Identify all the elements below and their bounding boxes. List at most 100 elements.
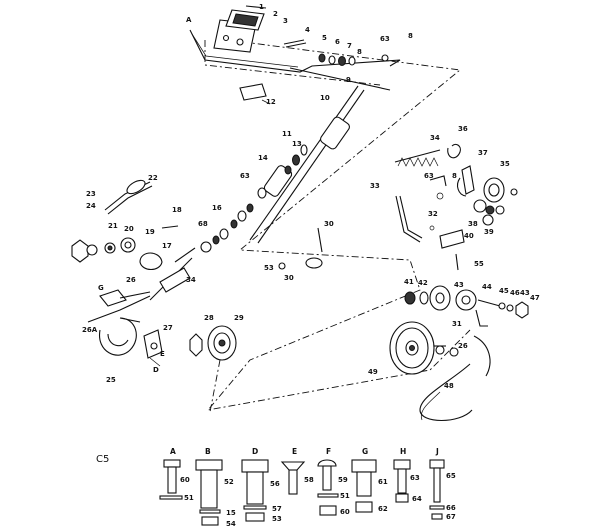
callout-label: 13 — [292, 140, 302, 148]
belt-48 — [419, 363, 473, 421]
callout-label: 19 — [145, 228, 155, 236]
callout-label: 14 — [258, 154, 268, 162]
callout-labels: A 1 2 3 4 5 6 7 8 63 8 9 12 10 11 13 14 … — [82, 3, 540, 390]
hardware-letter: D — [252, 447, 258, 456]
hardware-letter: J — [435, 447, 439, 456]
hardware-extra: 15 — [226, 509, 236, 517]
hardware-letter: E — [292, 447, 297, 456]
callout-label: 26A — [82, 326, 98, 334]
callout-label: 63 — [240, 172, 250, 180]
hardware-code: 60 — [180, 476, 190, 484]
hardware-code: 63 — [410, 474, 420, 482]
callout-label: 2 — [273, 10, 278, 18]
hardware-extra-label: 67 — [446, 513, 456, 521]
callout-label: 12 — [266, 98, 276, 106]
callout-label: 9 — [346, 76, 351, 84]
callout-label: 29 — [234, 314, 244, 322]
callout-label: 31 — [452, 320, 462, 328]
callout-label: 46 — [510, 289, 520, 297]
hardware-extra: 62 — [378, 505, 388, 513]
callout-label: 68 — [198, 220, 208, 228]
callout-label: 48 — [444, 382, 454, 390]
callout-label: 39 — [484, 228, 494, 236]
callout-label: 5 — [322, 34, 327, 42]
callout-label: A — [186, 16, 192, 24]
hardware-code: 59 — [338, 476, 348, 484]
bracket-12 — [239, 83, 271, 105]
callout-label: 11 — [282, 130, 292, 138]
callout-label: 40 — [464, 232, 474, 240]
callout-label: 38 — [468, 220, 478, 228]
hardware-extra-label: 53 — [272, 515, 282, 523]
callout-label: E — [160, 350, 165, 358]
callout-label: 53 — [264, 264, 274, 272]
callout-label: 22 — [148, 174, 158, 182]
callout-label: 27 — [163, 324, 173, 332]
right-lower-cluster — [404, 285, 529, 327]
callout-label: 33 — [370, 182, 380, 190]
callout-label: 55 — [474, 260, 484, 268]
callout-label: 32 — [428, 210, 438, 218]
callout-label: 4 — [305, 26, 310, 34]
callout-label: 45 — [499, 287, 509, 295]
callout-label: 23 — [86, 190, 96, 198]
callout-label: 1 — [259, 3, 264, 11]
callout-label: 8 — [408, 32, 413, 40]
washer-stack-top — [318, 53, 389, 66]
hardware-extra: 57 — [272, 505, 282, 513]
callout-label: 28 — [204, 314, 214, 322]
lower-left-linkage — [87, 289, 163, 367]
hardware-letter: B — [205, 447, 211, 456]
callout-label: 7 — [347, 42, 352, 50]
callout-label: 41 — [404, 278, 414, 286]
callout-label: 34 — [430, 134, 440, 142]
callout-label: 6 — [335, 38, 340, 46]
callout-label: 47 — [530, 294, 540, 302]
callout-label: 63 — [380, 35, 390, 43]
callout-label: 25 — [106, 376, 116, 384]
hardware-letter: A — [170, 447, 176, 456]
hardware-extra: 66 — [446, 504, 456, 512]
callout-label: 34 — [186, 276, 196, 284]
hardware-extra: 51 — [340, 492, 350, 500]
callout-label: G — [98, 284, 104, 292]
hardware-extra: 64 — [412, 495, 422, 503]
hardware-extra-label: 60 — [340, 508, 350, 516]
callout-label: 20 — [124, 225, 134, 233]
callout-label: 3 — [283, 17, 288, 25]
hardware-code: 56 — [270, 480, 280, 488]
callout-label: 42 — [418, 279, 428, 287]
callout-label: 30 — [324, 220, 334, 228]
large-pulley-49 — [389, 321, 491, 377]
hardware-letter: H — [400, 447, 406, 456]
callout-label: 18 — [172, 206, 182, 214]
hardware-code: 58 — [304, 476, 314, 484]
callout-label: 49 — [368, 368, 378, 376]
pulley-28-29 — [189, 325, 237, 361]
hardware-extra: 51 — [184, 494, 194, 502]
callout-label: 24 — [86, 202, 96, 210]
callout-label: 35 — [500, 160, 510, 168]
callout-label: 44 — [482, 283, 492, 291]
callout-label: 21 — [108, 222, 118, 230]
main-shaft — [200, 67, 391, 253]
hardware-legend: A 60 51 B 52 15 54 D 56 57 53 E 58 F 59 — [159, 447, 456, 528]
callout-label: 43 — [454, 281, 464, 289]
callout-label: D — [153, 366, 159, 374]
hardware-code: 52 — [224, 478, 234, 486]
callout-label: 8 — [452, 172, 457, 180]
callout-label: 36 — [458, 125, 468, 133]
callout-label: 10 — [320, 94, 330, 102]
callout-label: 26 — [126, 276, 136, 284]
figure-caption: C5 — [96, 454, 109, 465]
callout-label: 63 — [424, 172, 434, 180]
hardware-code: 61 — [378, 478, 388, 486]
callout-label: 30 — [284, 274, 294, 282]
handle-assembly — [189, 5, 401, 73]
callout-label: 17 — [162, 242, 172, 250]
left-lever-cluster — [71, 179, 196, 301]
callout-label: 43 — [520, 289, 530, 297]
control-box — [213, 9, 265, 53]
right-upper-cluster — [394, 143, 518, 271]
